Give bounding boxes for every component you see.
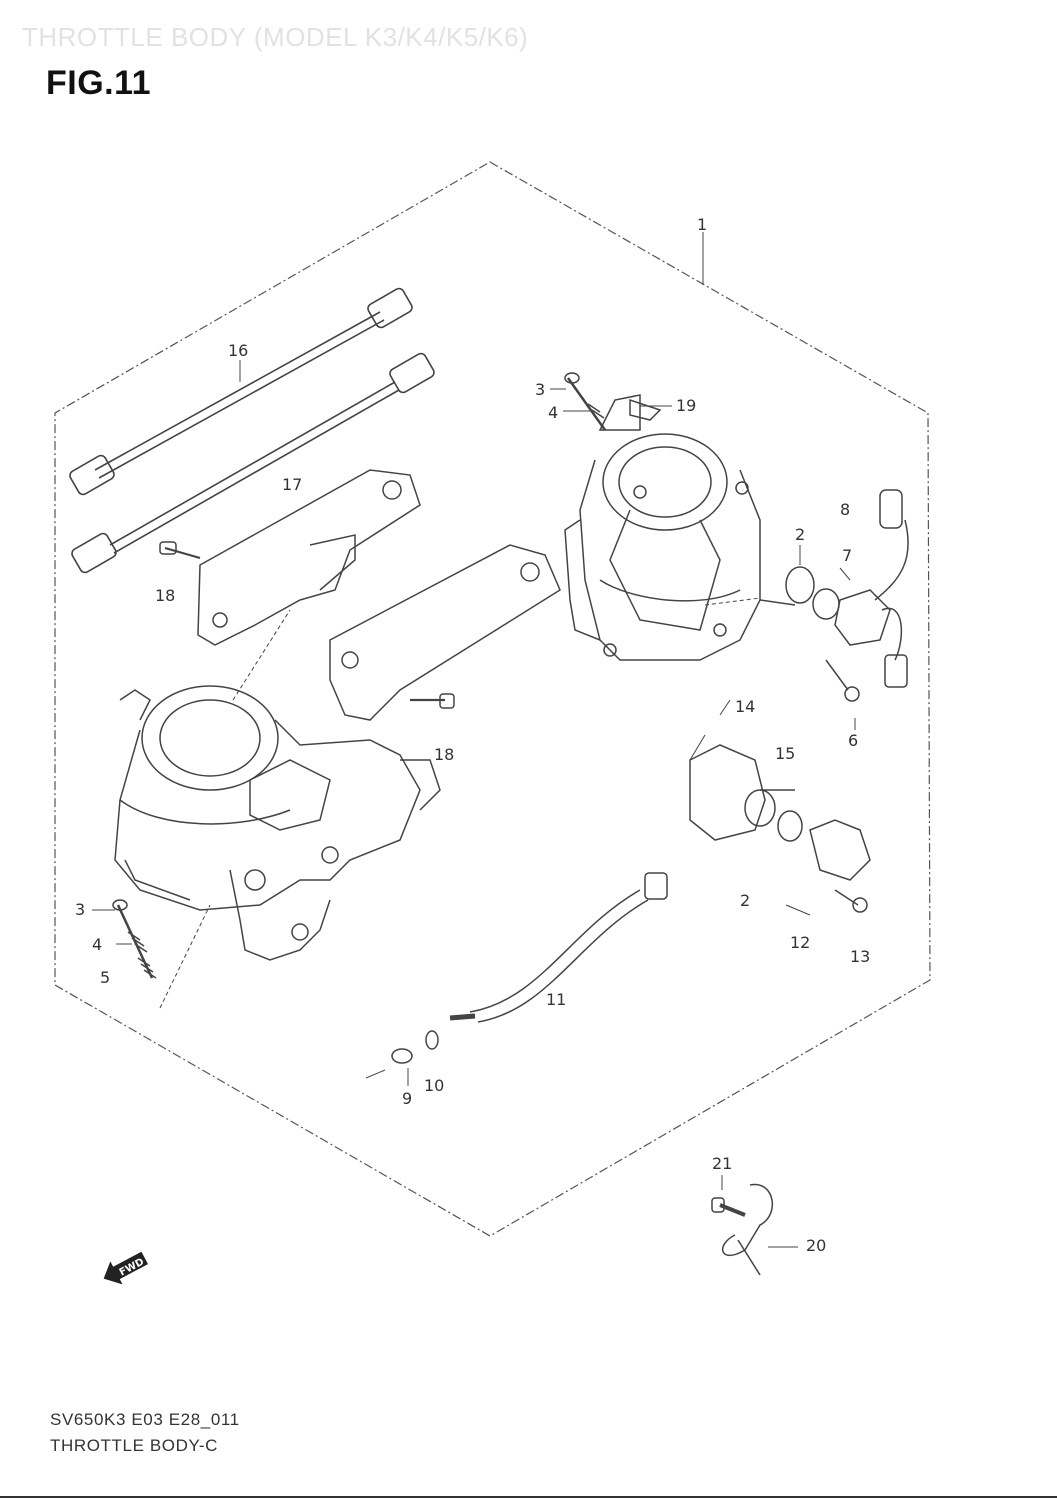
- assembly-boundary: [54, 161, 931, 1237]
- callout-3-rear: 3: [535, 380, 545, 399]
- throttle-body-rear: [564, 394, 796, 661]
- callout-7: 7: [842, 546, 852, 565]
- callout-8: 8: [840, 500, 850, 519]
- callout-4-rear: 4: [548, 403, 558, 422]
- fwd-arrow-icon: FWD: [103, 1251, 149, 1285]
- callout-15: 15: [775, 744, 795, 763]
- callout-16: 16: [228, 341, 248, 360]
- footer-reference-code: SV650K3 E03 E28_011: [50, 1410, 240, 1429]
- footer-diagram-name: THROTTLE BODY-C: [50, 1436, 219, 1455]
- callout-14: 14: [735, 697, 755, 716]
- callout-5: 5: [100, 968, 110, 987]
- callout-6: 6: [848, 731, 858, 750]
- figure-title: FIG.11: [46, 64, 152, 102]
- idle-sensor-assembly: [689, 744, 871, 913]
- screw-set-rear: [564, 372, 662, 431]
- callout-2-lower: 2: [740, 891, 750, 910]
- callout-4-front: 4: [92, 935, 102, 954]
- callout-20: 20: [806, 1236, 826, 1255]
- bracket-upper: [159, 469, 421, 646]
- clamp-assembly: [711, 1183, 774, 1276]
- leader-lines: [92, 232, 856, 1248]
- callout-12: 12: [790, 933, 810, 952]
- sensor-assembly: [785, 489, 909, 702]
- callout-18-upper: 18: [155, 586, 175, 605]
- callout-1: 1: [697, 215, 707, 234]
- callout-13: 13: [850, 947, 870, 966]
- bottom-border: [0, 1496, 1057, 1498]
- callout-19: 19: [676, 396, 696, 415]
- callout-11: 11: [546, 990, 566, 1009]
- hose-11: [391, 872, 668, 1064]
- faded-header-title: THROTTLE BODY (MODEL K3/K4/K5/K6): [22, 22, 529, 52]
- callout-9: 9: [402, 1089, 412, 1108]
- callout-21: 21: [712, 1154, 732, 1173]
- bracket-lower: [329, 544, 561, 721]
- callout-2-upper: 2: [795, 525, 805, 544]
- callout-18-lower: 18: [434, 745, 454, 764]
- callout-3-front: 3: [75, 900, 85, 919]
- callout-17: 17: [282, 475, 302, 494]
- cable-16: [69, 287, 413, 496]
- throttle-body-front: [114, 685, 441, 961]
- screw-set-front: [112, 899, 157, 979]
- cable-17: [71, 352, 435, 574]
- callout-10: 10: [424, 1076, 444, 1095]
